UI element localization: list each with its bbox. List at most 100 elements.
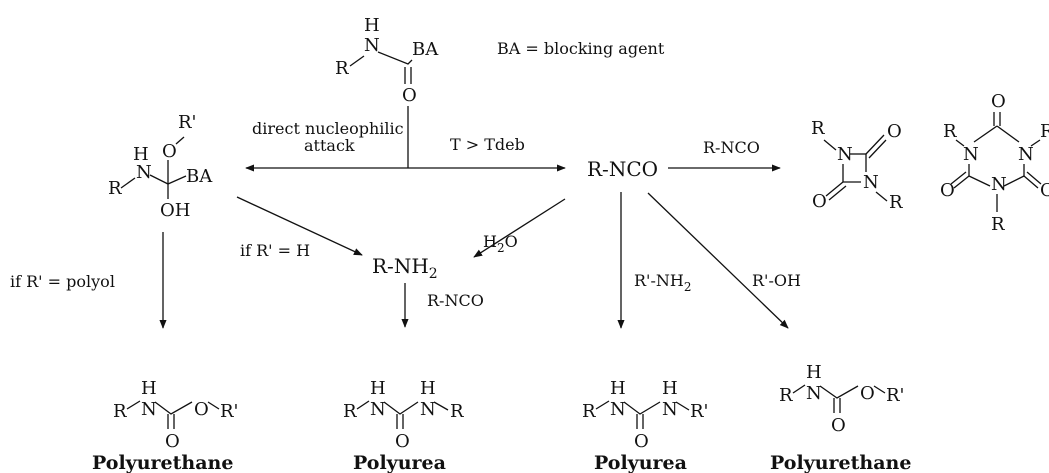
label-deblocking-temperature: T > Tdeb <box>450 135 525 154</box>
atom-ba: BA <box>186 166 213 187</box>
atom-o-carbonyl: O <box>165 431 180 452</box>
atom-h1: H <box>610 378 626 399</box>
atom-n-bot: N <box>863 172 879 193</box>
bond-n-r <box>433 401 449 411</box>
atom-n: N <box>364 35 380 56</box>
isocyanurate: O R N N R O O N R <box>940 91 1049 235</box>
atom-o-carbonyl: O <box>395 431 410 452</box>
bond-o-r-prime <box>207 401 220 410</box>
uretdione: R N O O N R <box>811 118 903 213</box>
bond-n-c-n <box>623 401 661 415</box>
atom-n1: N <box>370 399 386 420</box>
atom-h: H <box>364 15 380 36</box>
bond-n-r-bot <box>875 191 888 202</box>
bond-o-r-prime <box>175 136 185 145</box>
bond-n-r-right <box>1030 139 1041 147</box>
bond-r-n <box>595 400 610 410</box>
ba-definition: BA = blocking agent <box>497 39 665 58</box>
atom-o-ester: O <box>194 399 209 420</box>
bond-c-o-top-double <box>993 112 1001 126</box>
atom-n-bot: N <box>991 174 1007 195</box>
bond-n-r-prime <box>675 401 690 411</box>
atom-o-ester: O <box>860 383 875 404</box>
bond-c-o-top-double <box>865 134 887 159</box>
bond-n-c-n <box>383 401 419 415</box>
atom-h2: H <box>420 378 436 399</box>
atom-n-left: N <box>963 144 979 165</box>
amine: R-NH2 <box>372 254 438 282</box>
bond-c-o-bot-double <box>825 181 847 201</box>
atom-h: H <box>133 144 149 165</box>
label-with-amine: R'-NH2 <box>634 271 691 294</box>
bond-c-n-bot-left <box>968 175 991 187</box>
atom-h1: H <box>370 378 386 399</box>
atom-n2: N <box>420 399 436 420</box>
bond-c-o-double <box>396 414 404 429</box>
atom-r-top: R <box>811 118 825 139</box>
bond-r-n <box>356 400 370 410</box>
label-if-polyol: if R' = polyol <box>10 272 115 291</box>
bond-c-o-double <box>636 414 644 429</box>
product-polyurethane-1: H R N O R' O Polyurethane <box>92 378 239 473</box>
bond-r-n-left <box>955 139 965 147</box>
bond-r-n <box>120 177 136 189</box>
atom-h2: H <box>662 378 678 399</box>
tetrahedral-intermediate: R' O H N R BA OH <box>108 112 213 221</box>
bond-r-n <box>126 400 141 410</box>
atom-r2: R <box>450 401 464 422</box>
label-amine-to-urea-reagent: R-NCO <box>427 291 484 310</box>
atom-n: N <box>136 162 152 183</box>
atom-r: R <box>108 178 122 199</box>
bond-c-n-left <box>973 125 998 143</box>
atom-h: H <box>141 378 157 399</box>
atom-r-left: R <box>943 121 957 142</box>
bond-n-c-o <box>154 401 193 415</box>
atom-n-top: N <box>837 144 853 165</box>
bond-n-c <box>149 174 169 185</box>
atom-n1: N <box>610 399 626 420</box>
bond-c-o-double <box>833 398 841 413</box>
atom-ba: BA <box>412 39 439 60</box>
bond-r-n <box>349 55 365 67</box>
bond-o-r-prime <box>873 385 886 394</box>
bond-c-o-left-double <box>950 171 970 189</box>
atom-r: R <box>343 401 357 422</box>
atom-r: R <box>335 58 349 79</box>
bond-c-o-double <box>404 67 412 84</box>
atom-oh: OH <box>160 200 190 221</box>
label-with-alcohol: R'-OH <box>752 271 801 290</box>
atom-o: O <box>402 85 417 106</box>
atom-o-top: O <box>991 91 1006 112</box>
label-attack: attack <box>304 136 355 155</box>
atom-o-carbonyl: O <box>634 431 649 452</box>
atom-r-bot: R <box>991 214 1005 235</box>
product-polyurea-1: H R N H N R O Polyurea <box>343 378 464 473</box>
label-if-r-prime-h: if R' = H <box>240 241 310 260</box>
bond-c-o-double <box>167 414 175 429</box>
atom-n-right: N <box>1018 144 1034 165</box>
blocked-isocyanate: H N R BA O <box>335 15 439 106</box>
atom-r-right: R <box>1040 121 1049 142</box>
atom-o-left: O <box>940 180 955 201</box>
product-name: Polyurethane <box>770 452 911 473</box>
atom-r: R <box>582 401 596 422</box>
atom-r-bot: R <box>889 192 903 213</box>
atom-r-prime: R' <box>690 401 709 422</box>
hydrolysis-arrow <box>473 198 566 258</box>
product-name: Polyurea <box>353 452 446 473</box>
atom-r-prime: R' <box>886 385 905 406</box>
atom-n: N <box>806 383 822 404</box>
bond-c-n-right <box>996 125 1020 143</box>
atom-o-right: O <box>1040 180 1049 201</box>
bond-c-o-right-double <box>1023 171 1042 189</box>
bond-n-c-ba <box>377 51 413 65</box>
label-direct-nucleophilic: direct nucleophilic <box>252 119 404 138</box>
atom-n2: N <box>662 399 678 420</box>
intermediate-to-amine-arrow <box>236 196 363 256</box>
atom-r-prime: R' <box>220 401 239 422</box>
atom-r: R <box>779 385 793 406</box>
product-polyurea-2: H R N H N R' O Polyurea <box>582 378 709 473</box>
product-name: Polyurethane <box>92 452 233 473</box>
product-name: Polyurea <box>594 452 687 473</box>
